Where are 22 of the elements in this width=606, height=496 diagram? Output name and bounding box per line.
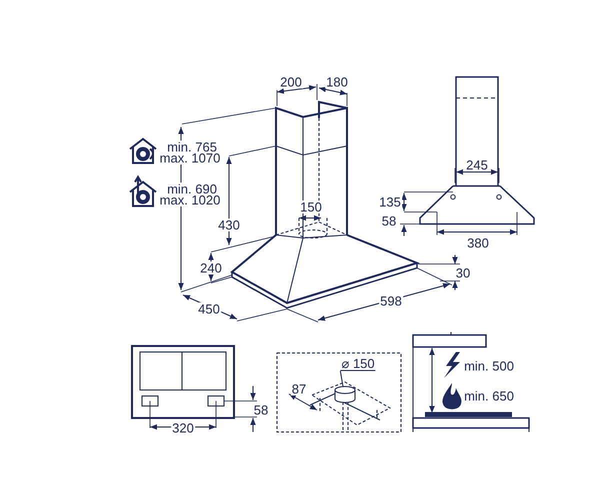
dimension-label: 450	[197, 302, 221, 316]
diameter-label: ⌀ 150	[340, 357, 376, 371]
dimension-label: 58	[252, 404, 270, 416]
dimension-label: max. 1020	[158, 194, 222, 206]
dimension-label: 135	[378, 196, 402, 208]
dimension-label: 30	[454, 266, 472, 280]
leader-line	[340, 370, 344, 387]
dimension-label: 58	[380, 214, 398, 228]
dimension-label: 380	[466, 236, 490, 250]
dimension-label: 320	[171, 422, 195, 434]
dimension-label: min. 500	[463, 360, 515, 372]
dimension-label: 245	[465, 158, 489, 172]
dimension-label: 240	[199, 262, 223, 274]
duct-collar	[334, 386, 356, 403]
dimension-label: max. 1070	[158, 152, 222, 164]
dimension-label: 180	[325, 76, 349, 88]
dimension-label: 430	[217, 218, 241, 232]
dimension-label: 150	[299, 200, 323, 214]
dimension-label: 87	[290, 382, 308, 396]
dimension-label: min. 650	[463, 390, 515, 402]
dimension-label: 598	[379, 294, 403, 308]
dimension-label: 200	[279, 76, 303, 88]
